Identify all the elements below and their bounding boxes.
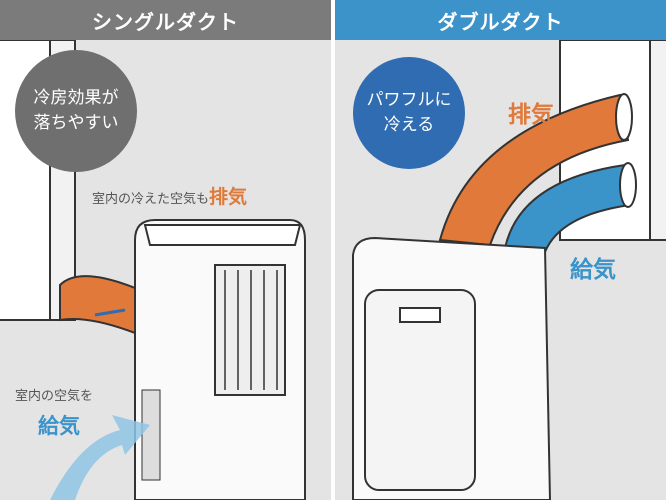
double-bubble-line2: 冷える [383,115,435,135]
single-exhaust-label: 室内の冷えた空気も排気 [92,182,247,209]
single-intake-prefix: 室内の空気を [15,389,94,404]
single-bubble: 冷房効果が 落ちやすい [15,50,137,172]
single-intake-word: 給気 [38,414,80,438]
divider [331,0,335,500]
double-duct-header: ダブルダクト [335,0,666,40]
double-bubble: パワフルに 冷える [353,57,465,169]
double-duct-ac-unit [352,236,552,500]
intake-arrow [50,415,150,500]
single-bubble-line1: 冷房効果が [33,88,119,109]
single-bubble-line2: 落ちやすい [33,113,119,133]
single-exhaust-prefix: 室内の冷えた空気も [92,192,210,207]
double-exhaust-word: 排気 [508,102,554,128]
double-hoses [438,93,637,254]
single-exhaust-word: 排気 [209,186,248,208]
double-intake-word: 給気 [570,257,616,283]
single-exhaust-hose [59,275,141,337]
single-duct-ac-unit [134,219,306,500]
double-bubble-line1: パワフルに [366,90,452,111]
single-duct-header: シングルダクト [0,0,331,40]
